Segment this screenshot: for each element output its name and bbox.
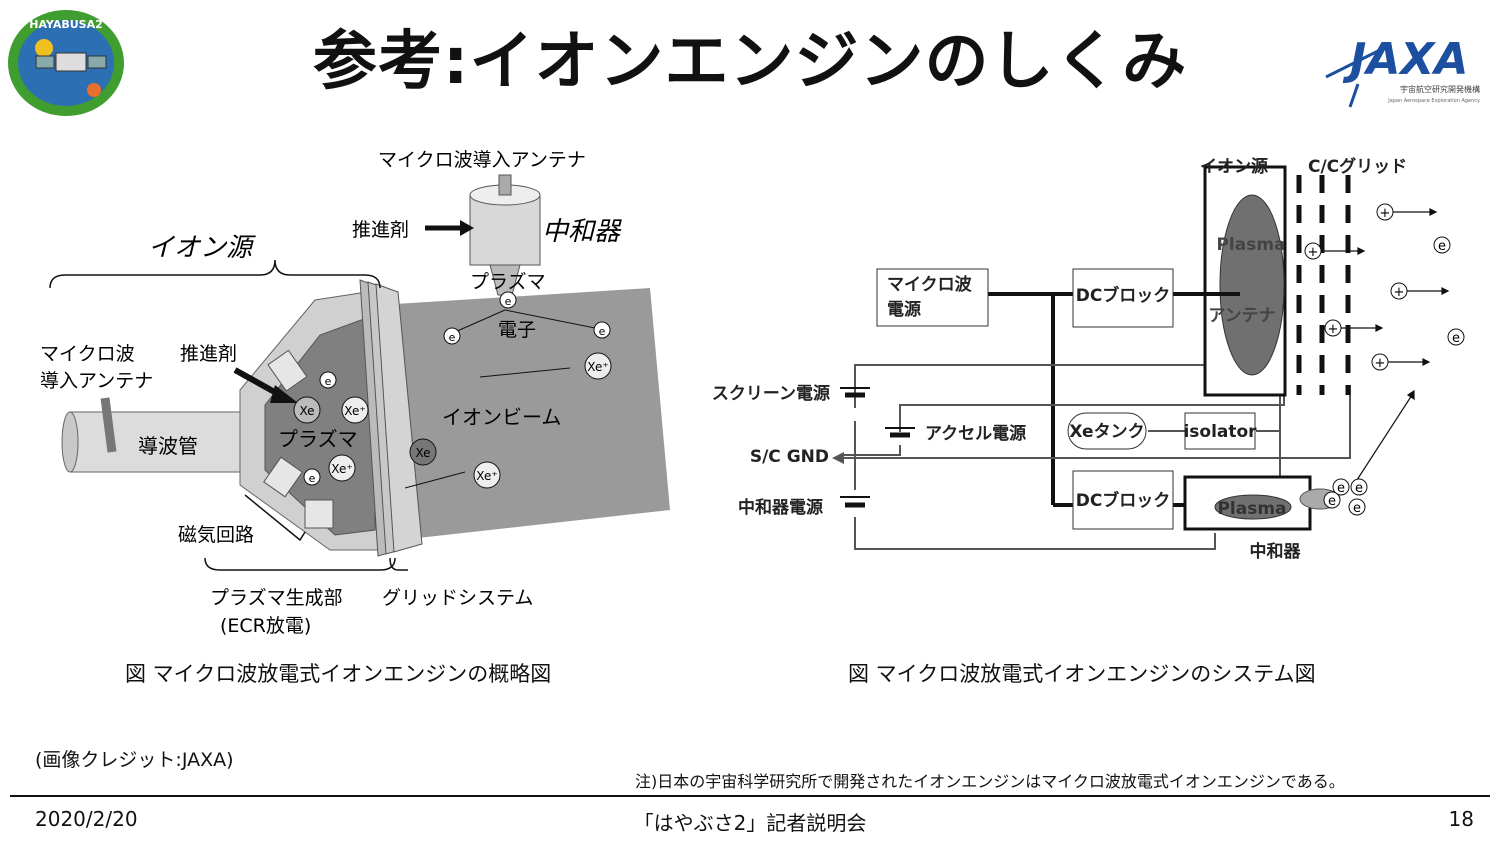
- particle-electron: e: [599, 325, 606, 338]
- label-neutralizer: 中和器: [542, 217, 622, 247]
- right-diagram-caption: 図 マイクロ波放電式イオンエンジンのシステム図: [848, 662, 1316, 686]
- label-microwave: マイクロ波: [40, 343, 135, 365]
- ion-plus: +: [1394, 285, 1405, 300]
- label-ecr: (ECR放電): [220, 615, 311, 637]
- label-magnetic-circuit: 磁気回路: [178, 524, 254, 546]
- particle-xe-ion: Xe⁺: [344, 404, 365, 418]
- badge-text: HAYABUSA2: [29, 18, 103, 31]
- label-plasma-center: プラズマ: [278, 427, 358, 451]
- label-plasma-gen: プラズマ生成部: [210, 587, 343, 609]
- electron: e: [1438, 239, 1446, 254]
- label-microwave-power-1: マイクロ波: [887, 274, 973, 295]
- left-diagram-caption: 図 マイクロ波放電式イオンエンジンの概略図: [125, 662, 552, 686]
- jaxa-logo: JAXA 宇宙航空研究開発機構 Japan Aerospace Explorat…: [1320, 22, 1485, 117]
- label-antenna-left: 導入アンテナ: [40, 370, 153, 392]
- particle-electron: e: [309, 472, 316, 485]
- label-neutralizer: 中和器: [1250, 541, 1302, 562]
- label-electron: 電子: [498, 319, 536, 341]
- electron: e: [1452, 331, 1460, 346]
- particle-electron: e: [449, 331, 456, 344]
- jaxa-logo-text: JAXA: [1342, 34, 1468, 85]
- ion-plus: +: [1308, 245, 1319, 260]
- footer-title: 「はやぶさ2」記者説明会: [633, 811, 867, 835]
- particle-xe: Xe: [415, 446, 430, 460]
- particle-xe: Xe: [299, 404, 314, 418]
- engine-system-diagram: + + + + + e e e e e e イオン源 C/Cグリッド マイクロ波…: [700, 145, 1480, 575]
- label-sc-gnd: S/C GND: [750, 447, 829, 467]
- jaxa-sub-jp: 宇宙航空研究開発機構: [1400, 84, 1480, 94]
- label-ion-source: イオン源: [148, 233, 256, 263]
- label-ion-source: イオン源: [1200, 156, 1268, 177]
- label-plasma-top: プラズマ: [470, 271, 546, 293]
- particle-xe-ion: Xe⁺: [476, 469, 497, 483]
- label-xe-tank: Xeタンク: [1069, 422, 1144, 442]
- label-propellant-top: 推進剤: [352, 219, 409, 241]
- footer-date: 2020/2/20: [35, 807, 138, 831]
- particle-xe-ion: Xe⁺: [331, 462, 352, 476]
- ion-plus: +: [1380, 206, 1391, 221]
- ion-plus: +: [1328, 322, 1339, 337]
- label-antenna-top: マイクロ波導入アンテナ: [378, 149, 586, 171]
- label-cc-grid: C/Cグリッド: [1308, 156, 1407, 177]
- label-plasma-neutralizer: Plasma: [1217, 499, 1286, 519]
- particle-xe-ion: Xe⁺: [587, 360, 608, 374]
- label-dc-block-top: DCブロック: [1076, 285, 1171, 306]
- label-ion-beam: イオンビーム: [442, 405, 561, 429]
- label-dc-block-bottom: DCブロック: [1076, 490, 1171, 511]
- hayabusa2-badge: HAYABUSA2: [6, 8, 126, 118]
- label-neutralizer-power: 中和器電源: [738, 497, 823, 518]
- label-isolator: isolator: [1183, 422, 1257, 442]
- label-accel-power: アクセル電源: [925, 423, 1026, 444]
- footnote: 注)日本の宇宙科学研究所で開発されたイオンエンジンはマイクロ波放電式イオンエンジ…: [635, 772, 1345, 791]
- footer-divider: [10, 795, 1490, 797]
- electron: e: [1353, 501, 1361, 516]
- ion-plus: +: [1375, 356, 1386, 371]
- particle-electron: e: [325, 375, 332, 388]
- electron: e: [1355, 481, 1363, 496]
- label-antenna: アンテナ: [1208, 306, 1275, 326]
- engine-schematic-diagram: e e e Xe⁺ e Xe Xe⁺ Xe⁺ e Xe Xe⁺ マイクロ波導入ア…: [30, 140, 680, 650]
- label-screen-power: スクリーン電源: [712, 383, 830, 404]
- page-title: 参考:イオンエンジンのしくみ: [312, 25, 1188, 99]
- label-waveguide: 導波管: [138, 434, 198, 458]
- electron: e: [1337, 481, 1345, 496]
- page-number: 18: [1448, 807, 1474, 831]
- jaxa-sub-en: Japan Aerospace Exploration Agency: [1387, 98, 1480, 104]
- label-grid-system: グリッドシステム: [382, 587, 533, 609]
- label-plasma-main: Plasma: [1216, 235, 1285, 255]
- particle-electron: e: [505, 295, 512, 308]
- image-credit: (画像クレジット:JAXA): [35, 749, 234, 771]
- label-microwave-power-2: 電源: [887, 299, 921, 320]
- electron: e: [1328, 494, 1336, 509]
- label-propellant-left: 推進剤: [180, 343, 237, 365]
